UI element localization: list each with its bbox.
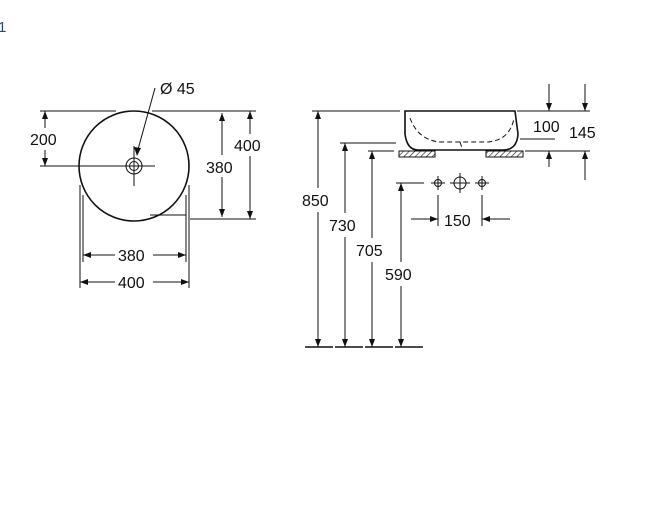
basin-side-outline xyxy=(404,110,519,151)
dim-730-arrow-bottom xyxy=(342,339,348,347)
dim-380h-arrow-right xyxy=(178,252,186,258)
dim-400v-arrow-bottom xyxy=(247,211,253,219)
dim-590-arrow-top xyxy=(398,183,404,191)
dim-380v-arrow-bottom xyxy=(219,209,225,217)
drain-leader-arrow xyxy=(134,147,141,156)
dim-380h-arrow-left xyxy=(83,252,91,258)
tap-hole-right xyxy=(475,176,489,190)
dim-400h-arrow-left xyxy=(80,279,88,285)
dim-400v-label: 400 xyxy=(234,138,261,155)
drain-leader-line xyxy=(136,87,156,154)
dim-150-label: 150 xyxy=(444,213,471,230)
dim-705-arrow-top xyxy=(369,151,375,159)
dim-100-label: 100 xyxy=(533,119,560,136)
dim-145-label: 145 xyxy=(569,125,596,142)
dim-145-arrow-bottom xyxy=(582,151,588,159)
side-view: 100 145 850 730 705 xyxy=(302,84,596,348)
dim-200-arrow-top xyxy=(42,111,48,119)
dim-705-arrow-bottom xyxy=(369,339,375,347)
dim-380v-label: 380 xyxy=(206,160,233,177)
dim-400h-arrow-right xyxy=(181,279,189,285)
dim-150-arrow-right xyxy=(482,216,490,222)
dim-200-arrow-bottom xyxy=(42,158,48,166)
tap-hole-center xyxy=(450,173,470,193)
countertop-right xyxy=(485,150,524,158)
dim-730-label: 730 xyxy=(329,218,356,235)
dim-400h-label: 400 xyxy=(118,275,145,292)
basin-inner-hidden xyxy=(409,117,515,143)
dim-590-label: 590 xyxy=(385,267,412,284)
dim-150-arrow-left xyxy=(430,216,438,222)
countertop-left xyxy=(398,150,436,158)
dim-100-arrow-top xyxy=(546,103,552,111)
dim-850-label: 850 xyxy=(302,193,329,210)
tap-hole-left xyxy=(431,176,445,190)
dim-145-arrow-top xyxy=(582,103,588,111)
dim-850-arrow-top xyxy=(315,111,321,119)
corner-mark: 1 xyxy=(0,19,7,36)
dim-200-label: 200 xyxy=(30,132,57,149)
dim-730-arrow-top xyxy=(342,143,348,151)
dim-850-arrow-bottom xyxy=(315,339,321,347)
dim-380h-label: 380 xyxy=(118,248,145,265)
dim-100-arrow-bottom xyxy=(546,151,552,159)
basin-drain-hidden xyxy=(459,141,463,149)
top-view: Ø 45 200 380 400 380 xyxy=(30,81,261,292)
dim-400v-arrow-top xyxy=(247,111,253,119)
drain-diameter-label: Ø 45 xyxy=(160,81,195,98)
dim-380v-arrow-top xyxy=(219,113,225,121)
dim-590-arrow-bottom xyxy=(398,339,404,347)
dim-705-label: 705 xyxy=(356,243,383,260)
